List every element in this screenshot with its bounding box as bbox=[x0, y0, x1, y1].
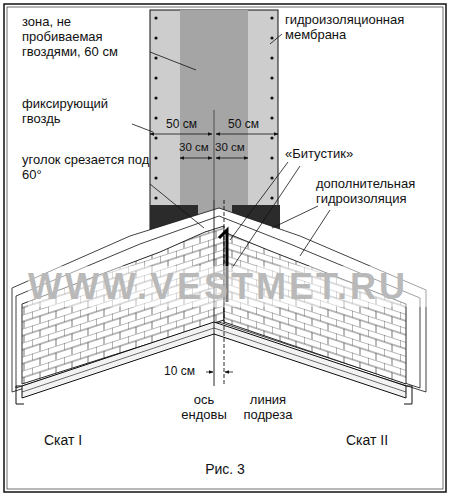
axis-extension bbox=[214, 110, 215, 200]
nail bbox=[154, 196, 157, 199]
leader-line bbox=[300, 210, 330, 256]
leader-line bbox=[230, 162, 288, 240]
leader-line bbox=[270, 34, 282, 44]
dimension-label: 50 см bbox=[166, 117, 206, 131]
membrane-label: гидроизоляционная мембрана bbox=[285, 12, 435, 42]
dimension-label: 10 см bbox=[164, 364, 206, 378]
frame bbox=[4, 4, 446, 492]
nail bbox=[154, 76, 157, 79]
nail bbox=[154, 96, 157, 99]
bitustik-label: «Битустик» bbox=[285, 146, 385, 161]
drip-edge-hook bbox=[16, 386, 24, 404]
drip-edge-hook bbox=[404, 386, 412, 404]
extra-waterproofing-label: дополнительная гидроизоляция bbox=[316, 176, 444, 206]
cut-line-label: линия подреза bbox=[236, 392, 300, 422]
nail bbox=[270, 176, 273, 179]
dimension-label: 30 см bbox=[215, 141, 251, 154]
watermark: WWW.VESTMET.RU bbox=[28, 266, 428, 307]
dimension-line bbox=[180, 158, 212, 159]
nail bbox=[270, 16, 273, 19]
nail bbox=[154, 156, 157, 159]
nail bbox=[270, 96, 273, 99]
dimension-label: 50 см bbox=[228, 117, 268, 131]
nail bbox=[270, 56, 273, 59]
leader-line bbox=[232, 166, 300, 268]
nail bbox=[154, 116, 157, 119]
nail bbox=[270, 136, 273, 139]
nail bbox=[154, 176, 157, 179]
zone-label: зона, не пробиваемая гвоздями, 60 см bbox=[22, 14, 148, 59]
dimension-line bbox=[216, 134, 278, 135]
nail bbox=[154, 136, 157, 139]
nail bbox=[154, 56, 157, 59]
nail bbox=[270, 116, 273, 119]
nail bbox=[270, 156, 273, 159]
dimension-line bbox=[225, 372, 233, 373]
dimension-line bbox=[150, 134, 212, 135]
axis-label: ось ендовы bbox=[172, 392, 236, 422]
nail-row bbox=[154, 16, 273, 199]
leader-line bbox=[150, 52, 196, 70]
nail-label: фиксирующий гвоздь bbox=[22, 96, 142, 126]
frame-inner bbox=[7, 7, 443, 489]
nail bbox=[270, 76, 273, 79]
dimension-label: 30 см bbox=[179, 141, 215, 154]
nail bbox=[154, 16, 157, 19]
nail bbox=[270, 36, 273, 39]
slope-label: Скат I bbox=[44, 432, 124, 448]
leader-line bbox=[132, 124, 153, 132]
nail bbox=[154, 36, 157, 39]
leader-line bbox=[150, 184, 204, 228]
leader-line bbox=[272, 206, 318, 228]
slope-label: Скат II bbox=[346, 432, 426, 448]
figure-caption: Рис. 3 bbox=[0, 462, 450, 477]
dimension-line bbox=[206, 372, 213, 373]
nail bbox=[270, 196, 273, 199]
dimension-line bbox=[216, 158, 248, 159]
corner-cut-label: уголок срезается под 60° bbox=[22, 152, 152, 182]
